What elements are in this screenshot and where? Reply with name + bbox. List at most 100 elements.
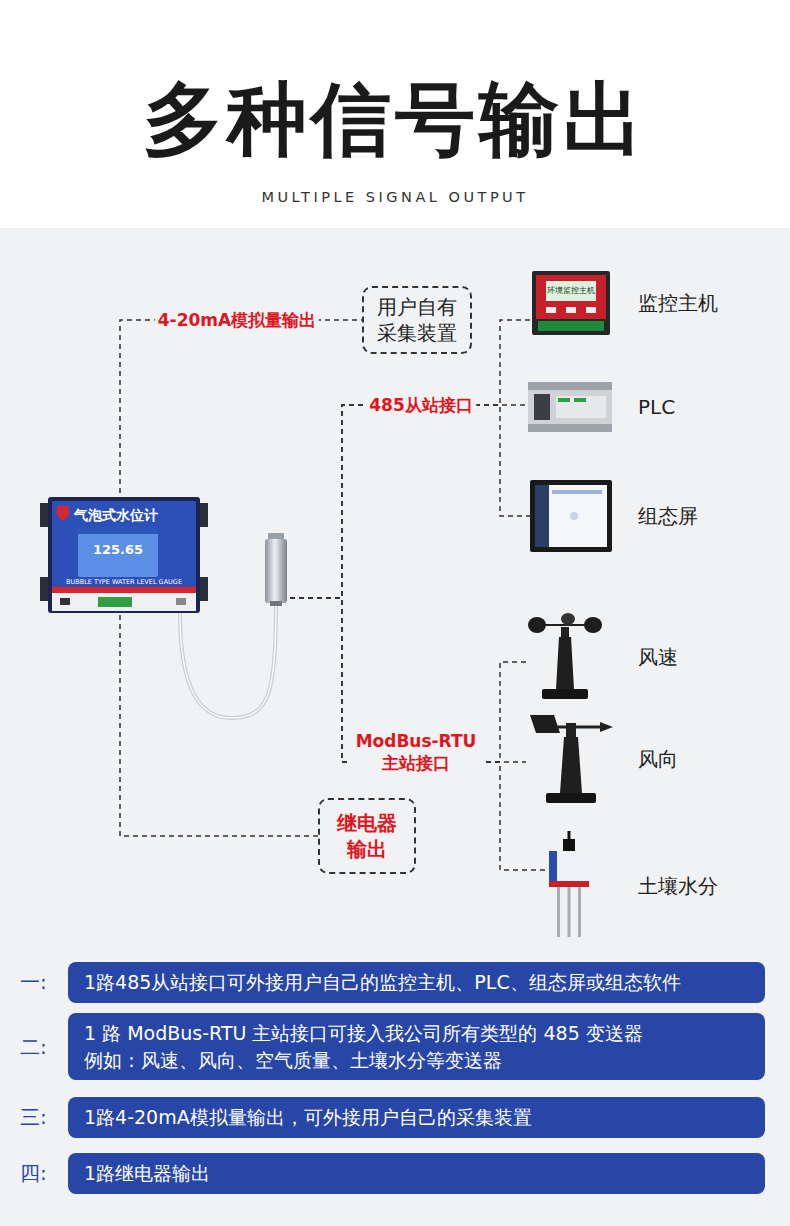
air-tube — [180, 605, 276, 718]
sub-title: MULTIPLE SIGNAL OUTPUT — [0, 189, 790, 205]
info-bar: 一:1路485从站接口可外接用户自己的监控主机、PLC、组态屏或组态软件 — [68, 962, 765, 1003]
drawing-part — [546, 307, 556, 313]
drawing-part — [584, 617, 602, 633]
drawing-part — [563, 839, 575, 851]
relay-output-box: 继电器 输出 — [318, 798, 416, 874]
device-label: 土壤水分 — [638, 873, 718, 900]
item-number: 一: — [20, 969, 47, 996]
edge-label: 4-20mA模拟量输出 — [155, 309, 319, 331]
device-label: 风速 — [638, 644, 678, 671]
user-collector-box: 用户自有 采集装置 — [362, 286, 472, 354]
drawing-part — [566, 307, 576, 313]
drawing-part — [549, 881, 589, 887]
bar-text: 1路继电器输出 — [84, 1160, 749, 1187]
drawing-part — [560, 737, 582, 793]
dashed-connector — [290, 405, 530, 598]
device-illustration — [528, 611, 602, 703]
drawing-part — [270, 601, 282, 606]
drawing-part — [176, 598, 186, 605]
drawing-part — [552, 490, 602, 494]
dashed-connector — [120, 615, 318, 836]
dashed-connector — [290, 405, 528, 598]
info-bar: 二:1 路 ModBus-RTU 主站接口可接入我公司所有类型的 485 变送器… — [68, 1013, 765, 1080]
bar-text: 1路485从站接口可外接用户自己的监控主机、PLC、组态屏或组态软件 — [84, 969, 749, 996]
drawing-part — [556, 396, 606, 418]
drawing-part — [536, 275, 606, 319]
drawing-part — [52, 587, 196, 593]
screen-text: 环境监控主机 — [546, 281, 596, 301]
drawing-part — [600, 722, 613, 732]
drawing-part — [48, 497, 200, 613]
wind-speed-sensor: 风速 — [528, 611, 602, 703]
device-illustration — [530, 480, 612, 552]
item-number: 四: — [20, 1160, 47, 1187]
drawing-part — [78, 527, 158, 577]
drawing-part — [530, 480, 612, 552]
drawing-part — [546, 281, 596, 301]
screen-reading: 125.65 — [78, 540, 158, 560]
drawing-part — [52, 501, 196, 587]
device-label: 组态屏 — [638, 503, 698, 530]
drawing-part — [570, 512, 578, 520]
main-title: 多种信号输出 — [0, 80, 790, 160]
drawing-part — [78, 527, 158, 534]
drawing-part — [528, 382, 612, 390]
drawing-part — [561, 627, 569, 637]
box-label: 用户自有 采集装置 — [376, 294, 458, 346]
drawing-part — [535, 485, 607, 547]
hmi-screen: 组态屏 — [530, 480, 612, 552]
drawing-part — [528, 382, 612, 432]
device-label: PLC — [638, 395, 675, 419]
box-label: 继电器 输出 — [336, 810, 398, 862]
drawing-part — [561, 613, 575, 625]
edge-label: 485从站接口 — [366, 394, 476, 416]
drawing-part — [557, 887, 560, 937]
drawing-part — [265, 539, 287, 603]
drawing-part — [578, 887, 581, 937]
drawing-part — [52, 593, 196, 611]
drawing-part — [57, 506, 69, 521]
device-illustration — [528, 378, 612, 436]
device-illustration — [526, 711, 614, 807]
item-number: 二: — [20, 1033, 47, 1060]
drawing-part — [586, 307, 596, 313]
info-bar: 三:1路4-20mA模拟量输出，可外接用户自己的采集装置 — [68, 1097, 765, 1138]
device-label: 风向 — [638, 746, 678, 773]
drawing-part — [534, 394, 550, 420]
dashed-connector — [120, 320, 362, 493]
drawing-part — [574, 398, 586, 402]
drawing-part — [528, 424, 612, 432]
drawing-part — [554, 726, 606, 729]
device-illustration — [530, 267, 612, 339]
soil-moisture-sensor: 土壤水分 — [545, 831, 593, 941]
drawing-part — [532, 271, 610, 335]
device-illustration — [545, 831, 593, 941]
drawing-part — [535, 485, 549, 547]
drawing-part — [546, 793, 596, 803]
bar-text: 1 路 ModBus-RTU 主站接口可接入我公司所有类型的 485 变送器 例… — [84, 1020, 669, 1073]
drawing-part — [568, 887, 571, 937]
water-level-gauge: 气泡式水位计 125.65BUBBLE TYPE WATER LEVEL GAUG… — [40, 493, 290, 615]
drawing-part — [98, 597, 132, 607]
drawing-part — [558, 398, 570, 402]
drawing-part — [549, 851, 589, 887]
monitor-host: 环境监控主机监控主机 — [530, 267, 612, 339]
device-label: 监控主机 — [638, 290, 718, 317]
drawing-part — [538, 321, 604, 331]
plc-unit: PLC — [528, 378, 612, 436]
device-name: 气泡式水位计 — [74, 505, 158, 525]
drawing-part — [530, 715, 560, 733]
dashed-connector — [290, 320, 530, 598]
device-subtitle: BUBBLE TYPE WATER LEVEL GAUGE — [52, 578, 196, 587]
drawing-part — [542, 689, 588, 699]
bar-text: 1路4-20mA模拟量输出，可外接用户自己的采集装置 — [84, 1104, 749, 1131]
air-tube-core — [180, 605, 276, 718]
item-number: 三: — [20, 1104, 47, 1131]
edge-label: ModBus-RTU 主站接口 — [348, 730, 484, 774]
drawing-part — [566, 723, 576, 737]
wind-direction-sensor: 风向 — [526, 711, 614, 807]
info-bar: 四:1路继电器输出 — [68, 1153, 765, 1194]
drawing-part — [60, 598, 70, 605]
drawing-part — [556, 637, 574, 689]
